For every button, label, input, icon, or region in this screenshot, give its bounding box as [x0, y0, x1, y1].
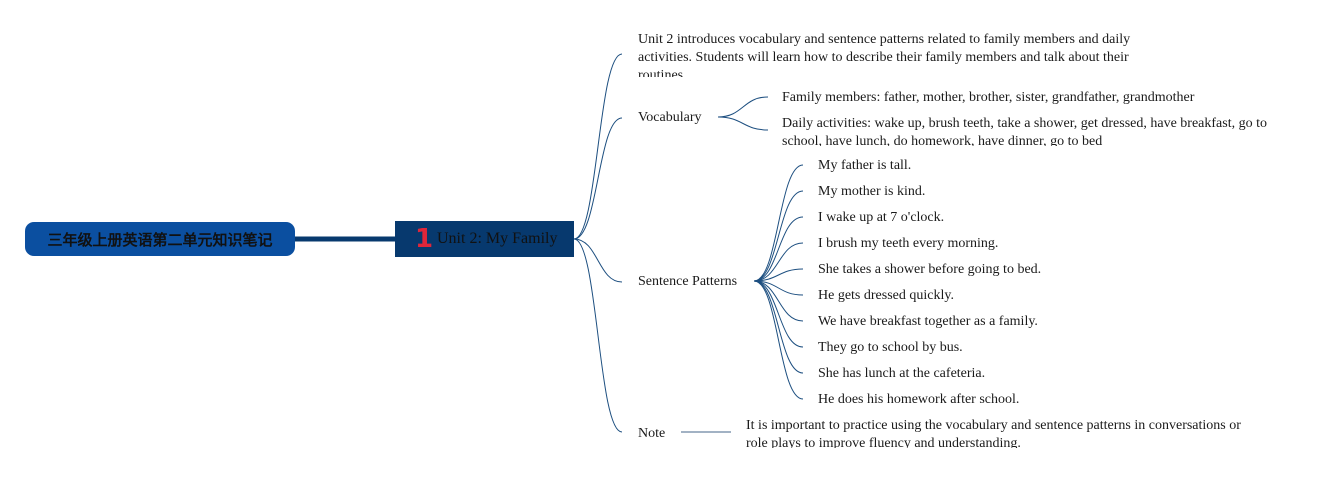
- root-node[interactable]: 三年级上册英语第二单元知识笔记: [25, 222, 295, 256]
- branch-link: [573, 238, 623, 283]
- sentence-link: [753, 280, 804, 322]
- sentence-pattern-item[interactable]: My mother is kind.: [818, 184, 926, 199]
- sentence-link: [753, 280, 804, 348]
- unit-node[interactable]: 1 Unit 2: My Family: [395, 221, 574, 257]
- sentence-link: [753, 190, 804, 282]
- unit-number-icon: 1: [415, 224, 434, 254]
- sentence-link: [753, 164, 804, 282]
- sentence-patterns-node[interactable]: Sentence Patterns: [638, 274, 738, 289]
- sentence-link: [753, 268, 804, 282]
- sentence-pattern-item[interactable]: My father is tall.: [818, 158, 912, 173]
- vocab-item[interactable]: Family members: father, mother, brother,…: [782, 90, 1195, 105]
- branch-link: [573, 53, 623, 240]
- vocab-link: [717, 96, 769, 118]
- intro-node[interactable]: Unit 2 introduces vocabulary and sentenc…: [638, 32, 1131, 77]
- sentence-pattern-item[interactable]: She has lunch at the cafeteria.: [818, 366, 986, 381]
- note-node[interactable]: Note: [638, 426, 666, 441]
- sentence-pattern-item[interactable]: We have breakfast together as a family.: [818, 314, 1038, 329]
- sentence-pattern-item[interactable]: She takes a shower before going to bed.: [818, 262, 1042, 277]
- branch-link: [573, 238, 623, 433]
- vocab-link: [717, 116, 769, 131]
- sentence-pattern-item[interactable]: I brush my teeth every morning.: [818, 236, 999, 251]
- sentence-pattern-item[interactable]: I wake up at 7 o'clock.: [818, 210, 945, 225]
- root-title: 三年级上册英语第二单元知识笔记: [47, 230, 273, 249]
- vocab-item[interactable]: Daily activities: wake up, brush teeth, …: [782, 116, 1268, 146]
- sentence-pattern-item[interactable]: They go to school by bus.: [818, 340, 963, 355]
- sentence-link: [753, 242, 804, 282]
- sentence-link: [753, 280, 804, 400]
- branch-link: [573, 117, 623, 240]
- unit-title: Unit 2: My Family: [437, 230, 558, 247]
- sentence-link: [753, 216, 804, 282]
- note-text[interactable]: It is important to practice using the vo…: [746, 418, 1241, 448]
- sentence-pattern-item[interactable]: He gets dressed quickly.: [818, 288, 954, 303]
- sentence-pattern-item[interactable]: He does his homework after school.: [818, 392, 1020, 407]
- vocabulary-node[interactable]: Vocabulary: [638, 110, 702, 125]
